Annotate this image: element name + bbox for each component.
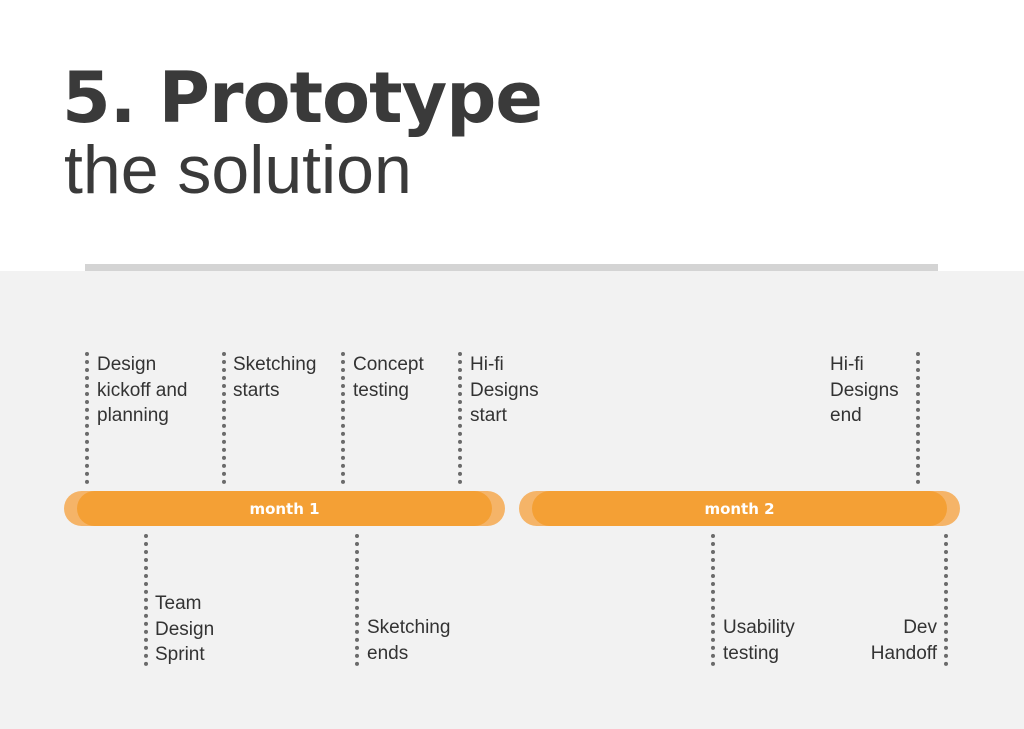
milestone-marker — [144, 534, 148, 666]
milestone-marker — [711, 534, 715, 666]
month-2-label: month 2 — [532, 491, 947, 526]
month-1-label: month 1 — [77, 491, 492, 526]
milestone-marker — [85, 352, 89, 484]
milestone-marker — [355, 534, 359, 666]
milestone-marker — [222, 352, 226, 484]
milestone-label: Design kickoff and planning — [97, 354, 188, 426]
milestone-label: Dev Handoff — [870, 617, 937, 664]
page-subtitle: the solution — [64, 132, 412, 208]
milestone-label: Usability testing — [723, 617, 795, 664]
milestone-marker — [341, 352, 345, 484]
milestone-label: Concept testing — [353, 354, 424, 401]
milestone-marker — [458, 352, 462, 484]
milestone-label: Team Design Sprint — [155, 593, 215, 665]
divider — [85, 264, 938, 271]
month-1-bar: month 1 — [64, 491, 505, 526]
milestone-label: Hi-fi Designs start — [470, 354, 539, 426]
milestone-marker — [916, 352, 920, 484]
month-2-bar: month 2 — [519, 491, 960, 526]
milestone-label: Sketching starts — [233, 354, 317, 401]
milestone-label: Hi-fi Designs end — [830, 354, 899, 426]
milestone-label: Sketching ends — [367, 617, 451, 664]
milestone-marker — [944, 534, 948, 666]
page-title: 5. Prototype — [62, 57, 543, 139]
